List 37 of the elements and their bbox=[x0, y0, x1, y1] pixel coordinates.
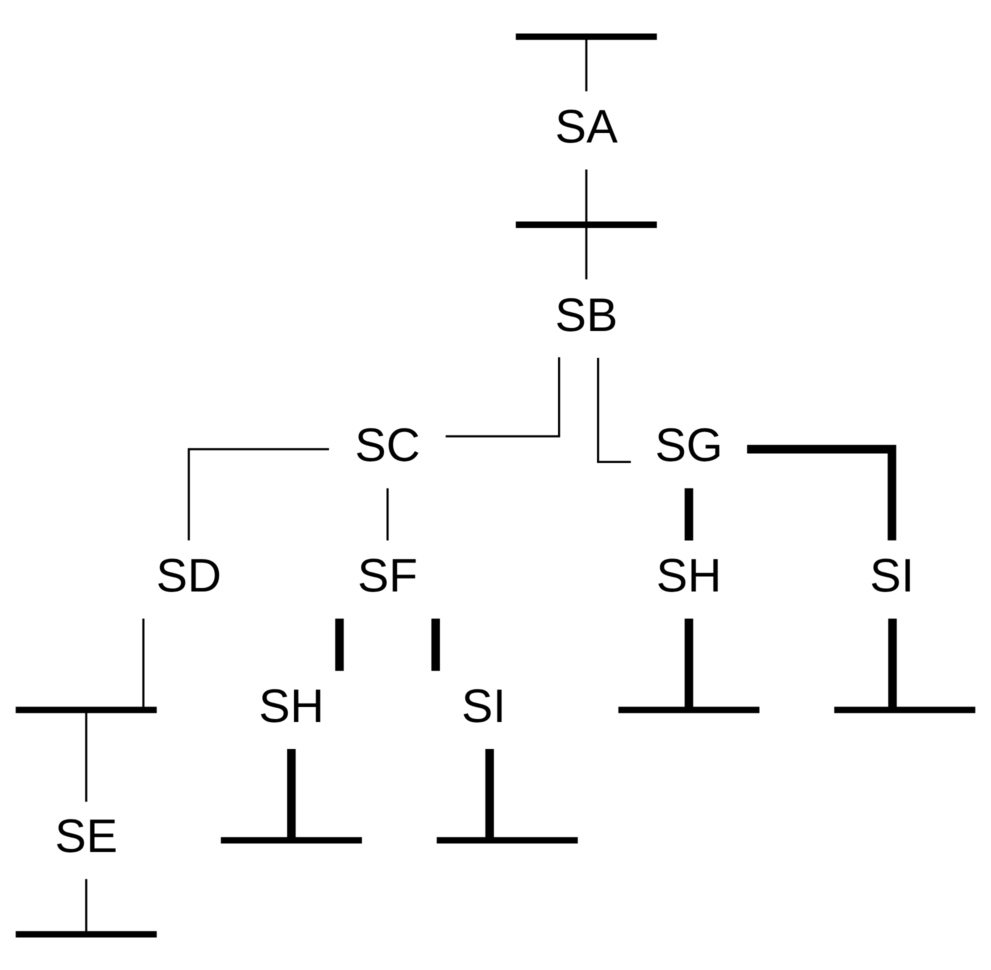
node-bar bbox=[16, 706, 157, 713]
connector bbox=[585, 38, 588, 91]
node-bar bbox=[220, 836, 362, 843]
node-text: SG bbox=[654, 418, 723, 471]
node-bar bbox=[436, 836, 578, 843]
node-text: SC bbox=[354, 418, 420, 471]
node-text: SB bbox=[554, 287, 618, 340]
node-text: SA bbox=[554, 99, 618, 152]
connector bbox=[585, 169, 588, 222]
node-text: SF bbox=[358, 548, 418, 602]
connector bbox=[335, 618, 344, 670]
connector bbox=[585, 226, 588, 279]
connector bbox=[597, 357, 631, 463]
node-bar bbox=[16, 930, 157, 938]
node-bar bbox=[516, 32, 657, 40]
node-text: SH bbox=[656, 548, 722, 602]
node-text: SH bbox=[258, 678, 324, 732]
connector bbox=[142, 618, 144, 708]
node-text: SI bbox=[462, 678, 506, 732]
connector bbox=[446, 356, 560, 437]
node-text: SI bbox=[870, 548, 914, 602]
node-bar bbox=[834, 706, 976, 713]
node-text: SD bbox=[156, 548, 222, 602]
connector bbox=[684, 488, 694, 540]
connector bbox=[386, 488, 389, 540]
connector bbox=[747, 444, 896, 540]
connector bbox=[431, 618, 440, 670]
connector bbox=[485, 748, 494, 838]
connector bbox=[888, 618, 897, 708]
connector bbox=[188, 448, 329, 540]
node-bar bbox=[516, 221, 657, 228]
connector bbox=[287, 748, 296, 838]
node-text: SE bbox=[54, 808, 118, 862]
node-bar bbox=[618, 706, 760, 713]
connector bbox=[684, 618, 694, 708]
connector bbox=[85, 712, 88, 802]
connector bbox=[85, 878, 88, 931]
